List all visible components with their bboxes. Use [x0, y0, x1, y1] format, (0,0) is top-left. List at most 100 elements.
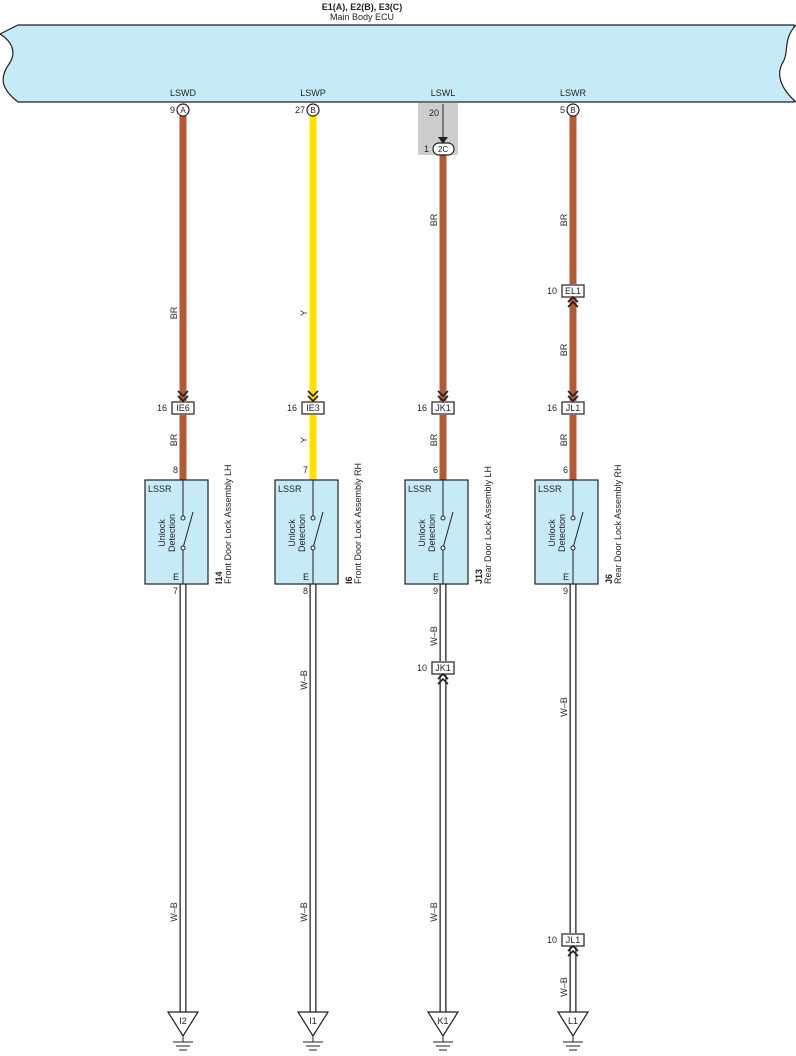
junction-ie6: IE6 16	[157, 390, 195, 415]
svg-text:L1: L1	[568, 1016, 578, 1026]
component-ground-terminal: E	[563, 572, 569, 582]
switch-label: Unlock	[157, 519, 167, 547]
ground-point-i2: I2	[166, 1011, 200, 1051]
component-ground-terminal: E	[433, 572, 439, 582]
svg-text:K1: K1	[437, 1016, 448, 1026]
svg-text:I2: I2	[179, 1016, 187, 1026]
component-pin-in: 7	[303, 465, 308, 475]
wire-color-label: BR	[429, 213, 439, 226]
wire-color-label: BR	[429, 433, 439, 446]
wire-color-label: BR	[169, 306, 179, 319]
wire-color-label: W–B	[169, 902, 179, 922]
switch-label: Unlock	[547, 519, 557, 547]
component-rear-door-lock-rh: 6 9 LSSR E Unlock Detection J6 Rear Door…	[534, 464, 623, 596]
component-terminal: LSSR	[278, 484, 302, 494]
svg-text:IE3: IE3	[306, 403, 320, 413]
ecu-pin-b-2: B 5	[560, 103, 580, 117]
component-pin-out: 8	[303, 586, 308, 596]
junction-pin-number: 16	[547, 403, 557, 413]
splice-connector: 2C 1	[424, 142, 455, 156]
wire-color-label: Y	[299, 437, 309, 443]
component-id: I6	[344, 576, 354, 584]
wire-color-label: W–B	[299, 670, 309, 690]
wire-color-label: W–B	[559, 697, 569, 717]
component-front-door-lock-rh: 7 8 LSSR E Unlock Detection I6 Front Doo…	[274, 463, 363, 596]
wire-color-label: BR	[559, 433, 569, 446]
splice-pin-number: 1	[424, 144, 429, 154]
ground-point-k1: K1	[426, 1011, 460, 1051]
wire-color-label: W–B	[299, 902, 309, 922]
junction-pin-number: 10	[547, 935, 557, 945]
component-rear-door-lock-lh: 6 9 LSSR E Unlock Detection J13 Rear Doo…	[404, 465, 493, 596]
component-name: Front Door Lock Assembly RH	[353, 463, 363, 584]
wire-color-label: BR	[559, 213, 569, 226]
svg-text:2C: 2C	[438, 145, 448, 154]
junction-pin-number: 10	[417, 663, 427, 673]
switch-label: Detection	[427, 514, 437, 552]
ground-point-l1: L1	[556, 1011, 590, 1051]
junction-pin-number: 16	[157, 403, 167, 413]
component-ground-terminal: E	[303, 572, 309, 582]
svg-text:IE6: IE6	[176, 403, 190, 413]
junction-pin-number: 16	[417, 403, 427, 413]
ecu-signal-lswl: LSWL	[431, 88, 456, 98]
svg-text:B: B	[570, 106, 575, 115]
component-id: J6	[604, 574, 614, 584]
ecu-right-edge	[779, 24, 796, 103]
svg-text:JK1: JK1	[435, 663, 451, 673]
component-pin-out: 9	[433, 586, 438, 596]
component-name: Rear Door Lock Assembly LH	[483, 466, 493, 584]
svg-text:JL1: JL1	[566, 403, 581, 413]
ground-wires	[179, 584, 577, 1012]
ecu-box	[0, 24, 795, 103]
switch-label: Unlock	[417, 519, 427, 547]
component-id: I14	[214, 571, 224, 584]
component-terminal: LSSR	[538, 484, 562, 494]
ecu-pin-b: B 27	[295, 103, 320, 117]
junction-jl1-ground: JL1 10	[547, 933, 585, 957]
ground-point-i1: I1	[296, 1011, 330, 1051]
junction-jk1: JK1 16	[417, 390, 455, 415]
svg-text:B: B	[310, 106, 315, 115]
component-pin-out: 9	[563, 586, 568, 596]
wire-color-label: W–B	[559, 977, 569, 997]
component-pin-in: 8	[173, 465, 178, 475]
ecu-signal-lswr: LSWR	[560, 88, 587, 98]
component-ground-terminal: E	[173, 572, 179, 582]
svg-text:I1: I1	[309, 1016, 317, 1026]
ecu-pin-a: A 9	[170, 103, 190, 117]
ecu-name: Main Body ECU	[330, 12, 394, 22]
wire-color-label: BR	[559, 343, 569, 356]
ecu-pin-number: 27	[295, 105, 305, 115]
junction-ie3: IE3 16	[287, 390, 325, 415]
ecu-pin-number: 9	[170, 105, 175, 115]
ecu-signal-lswp: LSWP	[300, 88, 326, 98]
component-front-door-lock-lh: 8 7 LSSR E Unlock Detection I14 Front Do…	[144, 464, 233, 596]
junction-el1: EL1 10	[547, 284, 585, 308]
svg-text:EL1: EL1	[565, 286, 581, 296]
switch-label: Detection	[557, 514, 567, 552]
wire-color-label: W–B	[429, 902, 439, 922]
switch-label: Detection	[167, 514, 177, 552]
component-pin-in: 6	[563, 465, 568, 475]
junction-pin-number: 16	[287, 403, 297, 413]
wire-color-label: BR	[169, 433, 179, 446]
component-terminal: LSSR	[148, 484, 172, 494]
component-pin-out: 7	[173, 586, 178, 596]
wire-color-label: W–B	[429, 626, 439, 646]
ecu-pin-lswl: 20	[429, 104, 448, 144]
ecu-pin-number: 5	[560, 105, 565, 115]
svg-text:A: A	[180, 106, 186, 115]
ecu-title: E1(A), E2(B), E3(C)	[322, 2, 403, 12]
junction-jl1: JL1 16	[547, 390, 585, 415]
junction-pin-number: 10	[547, 286, 557, 296]
ecu-pin-number: 20	[429, 108, 439, 118]
component-pin-in: 6	[433, 465, 438, 475]
wire-color-label: Y	[299, 310, 309, 316]
component-name: Rear Door Lock Assembly RH	[613, 464, 623, 584]
ecu-signal-lswd: LSWD	[170, 88, 197, 98]
component-id: J13	[474, 569, 484, 584]
junction-jk1-ground: JK1 10	[417, 661, 455, 685]
switch-label: Detection	[297, 514, 307, 552]
